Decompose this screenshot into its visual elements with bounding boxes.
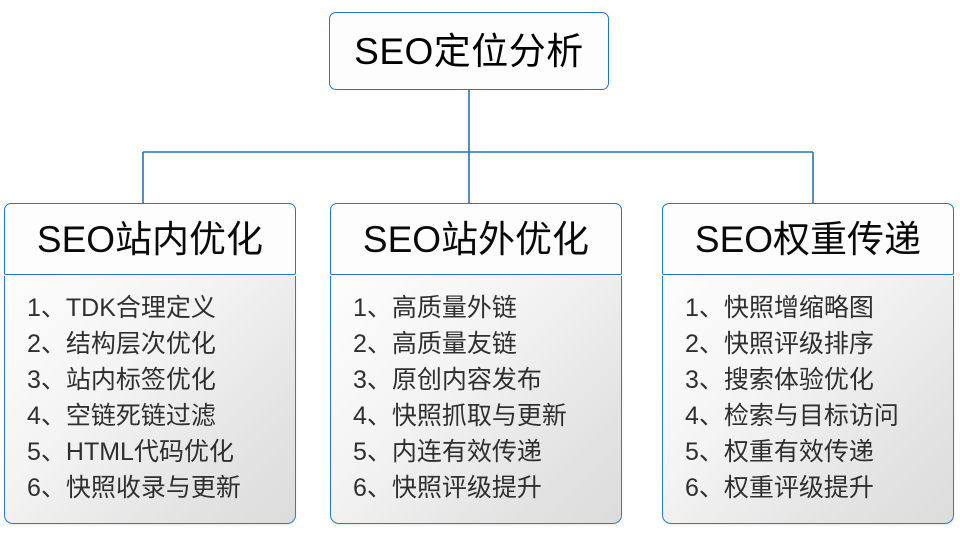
list-item-text: 原创内容发布 xyxy=(391,366,542,394)
list-item-index: 5、 xyxy=(353,438,392,466)
branch-item-list-2: 1、高质量外链 2、高质量友链 3、原创内容发布 4、快照抓取与更新 5、内连有… xyxy=(353,290,621,506)
list-item-index: 6、 xyxy=(353,474,392,502)
list-item: 2、快照评级排序 xyxy=(685,326,953,362)
list-item-index: 2、 xyxy=(685,330,724,358)
branch-column-3: SEO权重传递 1、快照增缩略图 2、快照评级排序 3、搜索体验优化 4、检索与… xyxy=(662,203,954,524)
branch-item-list-1: 1、TDK合理定义 2、结构层次优化 3、站内标签优化 4、空链死链过滤 5、H… xyxy=(27,290,295,506)
list-item-index: 1、 xyxy=(27,294,66,322)
list-item-index: 2、 xyxy=(27,330,66,358)
branch-header-1[interactable]: SEO站内优化 xyxy=(4,203,296,275)
list-item-text: HTML代码优化 xyxy=(65,438,234,466)
list-item-text: 内连有效传递 xyxy=(391,438,542,466)
list-item-text: 检索与目标访问 xyxy=(723,402,899,430)
list-item-index: 4、 xyxy=(685,402,724,430)
list-item-index: 1、 xyxy=(353,294,392,322)
list-item: 4、检索与目标访问 xyxy=(685,398,953,434)
list-item-text: 高质量友链 xyxy=(391,330,517,358)
list-item-text: 权重有效传递 xyxy=(723,438,874,466)
list-item-text: 快照收录与更新 xyxy=(65,474,241,502)
list-item-index: 6、 xyxy=(27,474,66,502)
list-item-text: 高质量外链 xyxy=(391,294,517,322)
branch-body-2: 1、高质量外链 2、高质量友链 3、原创内容发布 4、快照抓取与更新 5、内连有… xyxy=(330,276,622,524)
list-item: 3、原创内容发布 xyxy=(353,362,621,398)
root-node[interactable]: SEO定位分析 xyxy=(329,12,609,90)
branch-body-1: 1、TDK合理定义 2、结构层次优化 3、站内标签优化 4、空链死链过滤 5、H… xyxy=(4,276,296,524)
list-item: 2、高质量友链 xyxy=(353,326,621,362)
list-item-text: 快照增缩略图 xyxy=(723,294,874,322)
root-node-label: SEO定位分析 xyxy=(354,30,584,72)
list-item-text: 站内标签优化 xyxy=(65,366,216,394)
list-item-index: 5、 xyxy=(685,438,724,466)
list-item-index: 3、 xyxy=(27,366,66,394)
list-item-text: 快照评级排序 xyxy=(723,330,874,358)
list-item-index: 4、 xyxy=(353,402,392,430)
list-item-text: 快照抓取与更新 xyxy=(391,402,567,430)
branch-header-2[interactable]: SEO站外优化 xyxy=(330,203,622,275)
list-item: 6、快照收录与更新 xyxy=(27,470,295,506)
list-item-index: 4、 xyxy=(27,402,66,430)
list-item: 1、高质量外链 xyxy=(353,290,621,326)
list-item-text: TDK合理定义 xyxy=(65,294,216,322)
branch-column-2: SEO站外优化 1、高质量外链 2、高质量友链 3、原创内容发布 4、快照抓取与… xyxy=(330,203,622,524)
branch-item-list-3: 1、快照增缩略图 2、快照评级排序 3、搜索体验优化 4、检索与目标访问 5、权… xyxy=(685,290,953,506)
branch-header-3[interactable]: SEO权重传递 xyxy=(662,203,954,275)
list-item: 5、权重有效传递 xyxy=(685,434,953,470)
list-item: 5、HTML代码优化 xyxy=(27,434,295,470)
list-item-text: 空链死链过滤 xyxy=(65,402,216,430)
list-item: 6、权重评级提升 xyxy=(685,470,953,506)
list-item-text: 结构层次优化 xyxy=(65,330,216,358)
branch-header-label-1: SEO站内优化 xyxy=(36,218,264,260)
list-item-index: 2、 xyxy=(353,330,392,358)
branch-body-3: 1、快照增缩略图 2、快照评级排序 3、搜索体验优化 4、检索与目标访问 5、权… xyxy=(662,276,954,524)
list-item-index: 6、 xyxy=(685,474,724,502)
list-item-index: 5、 xyxy=(27,438,66,466)
list-item-text: 权重评级提升 xyxy=(723,474,874,502)
list-item: 4、空链死链过滤 xyxy=(27,398,295,434)
branch-column-1: SEO站内优化 1、TDK合理定义 2、结构层次优化 3、站内标签优化 4、空链… xyxy=(4,203,296,524)
list-item-index: 1、 xyxy=(685,294,724,322)
list-item-index: 3、 xyxy=(685,366,724,394)
list-item-index: 3、 xyxy=(353,366,392,394)
branch-header-label-3: SEO权重传递 xyxy=(694,218,922,260)
list-item: 6、快照评级提升 xyxy=(353,470,621,506)
list-item: 1、快照增缩略图 xyxy=(685,290,953,326)
list-item: 2、结构层次优化 xyxy=(27,326,295,362)
list-item: 4、快照抓取与更新 xyxy=(353,398,621,434)
list-item: 5、内连有效传递 xyxy=(353,434,621,470)
list-item: 3、站内标签优化 xyxy=(27,362,295,398)
branch-header-label-2: SEO站外优化 xyxy=(362,218,590,260)
list-item: 1、TDK合理定义 xyxy=(27,290,295,326)
list-item-text: 搜索体验优化 xyxy=(723,366,874,394)
list-item-text: 快照评级提升 xyxy=(391,474,542,502)
list-item: 3、搜索体验优化 xyxy=(685,362,953,398)
